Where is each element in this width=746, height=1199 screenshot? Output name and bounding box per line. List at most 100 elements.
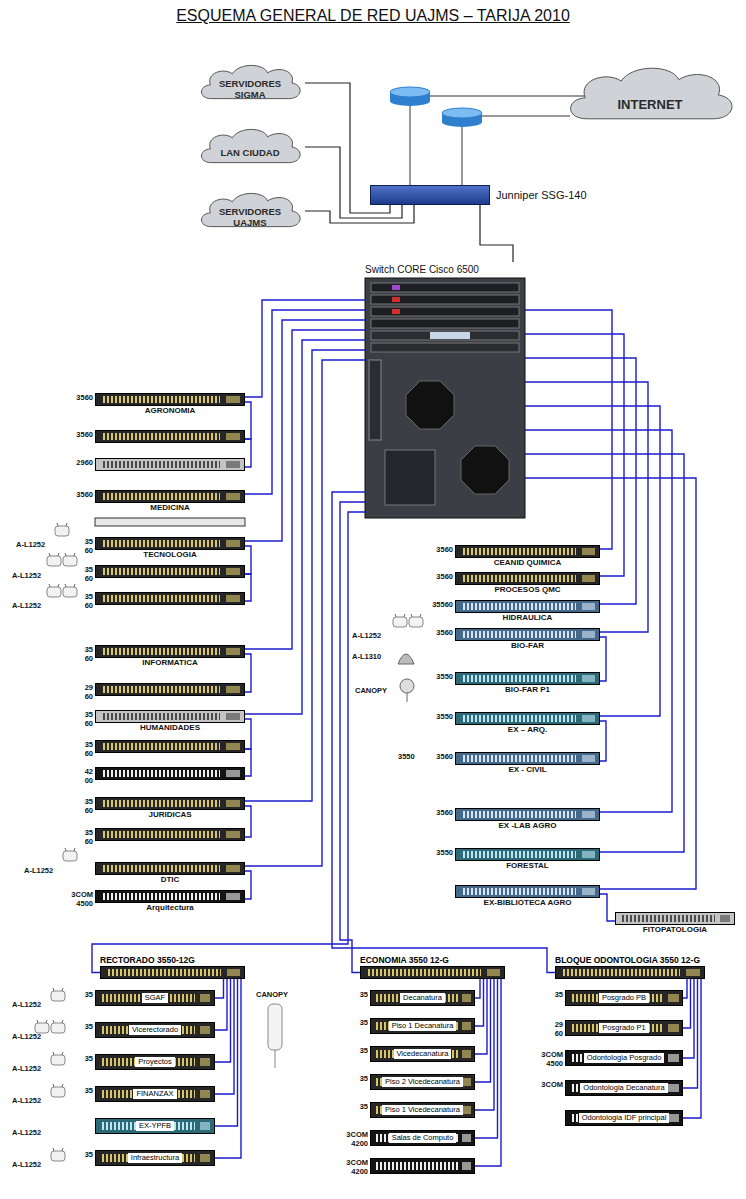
router-link: [410, 104, 411, 185]
switch-box: DTIC: [95, 862, 245, 885]
switch-chassis: [455, 545, 600, 558]
switch-name: EX -LAB AGRO: [499, 821, 557, 831]
switch-name: Posgrado P1: [599, 1023, 648, 1033]
device-label: CANOPY: [355, 686, 387, 695]
switch-chassis: [455, 885, 600, 898]
model-number: 35: [81, 1150, 93, 1159]
switch-name: HUMANIDADES: [140, 723, 200, 733]
switch-name: EX-YPFB: [136, 1121, 174, 1131]
network-link: [245, 330, 365, 649]
power-supply: [385, 450, 435, 505]
device-label: Junniper SSG-140: [496, 188, 587, 202]
network-link: [475, 979, 494, 1110]
chassis-body: [365, 278, 525, 518]
switch-box: Odontologia IDF principal: [565, 1110, 683, 1126]
network-link: [215, 979, 238, 1126]
model-number: 3560: [71, 490, 93, 499]
access-point: [63, 848, 77, 861]
switch-box: 42 00: [81, 767, 245, 785]
model-number: 3550: [427, 672, 453, 681]
network-link: [245, 806, 251, 837]
model-number: 35: [356, 990, 368, 999]
wan-link: [430, 96, 586, 97]
line-card: [371, 307, 519, 316]
network-link: [245, 350, 365, 801]
switch-box: 35Proyectos: [81, 1054, 215, 1070]
access-point-label: A-L1252: [12, 1000, 41, 1009]
switch-chassis: Odontologia Decanatura: [565, 1080, 683, 1096]
switch-box: 3550EX – ARQ.: [427, 712, 600, 735]
network-link: [245, 320, 365, 541]
switch-box: 3560CEANID QUIMICA: [427, 545, 600, 568]
network-link: [245, 719, 251, 749]
switch-name: Odontologia Decanatura: [580, 1083, 667, 1093]
switch-name: INFORMATICA: [142, 658, 197, 668]
access-point: [35, 1020, 49, 1033]
switch-box: 35Piso 1 Decanatura: [356, 1018, 475, 1034]
wan-link: [482, 116, 570, 117]
model-number: 35 60: [81, 592, 93, 610]
model-number: 3560: [71, 430, 93, 439]
model-number: 35 60: [81, 797, 93, 815]
switch-chassis: [455, 572, 600, 585]
model-number: 3COM 4200: [342, 1158, 368, 1176]
switch-chassis: [95, 797, 245, 810]
model-number: 35: [356, 1018, 368, 1027]
switch-chassis: [555, 966, 705, 979]
switch-chassis: [370, 1158, 475, 1174]
switch-box: 35 60: [81, 740, 245, 758]
router-symbol: [390, 87, 430, 106]
switch-box: EX-BIBLIOTECA AGRO: [455, 885, 600, 908]
access-point: [409, 614, 423, 627]
access-point-label: A-L1310: [352, 652, 381, 661]
access-point: [47, 553, 61, 566]
switch-name: RECTORADO 3550-12G: [100, 955, 195, 966]
switch-chassis: [95, 490, 245, 503]
network-cloud: INTERNET: [560, 60, 740, 130]
switch-box: 3560: [71, 430, 245, 443]
network-link: [245, 300, 365, 397]
router-top: [390, 87, 430, 97]
access-point-label: A-L1252: [12, 1128, 41, 1137]
switch-name: TECNOLOGIA: [143, 550, 196, 560]
network-link: [525, 334, 624, 576]
switch-box: 29 60: [81, 683, 245, 701]
supervisor-port: [430, 332, 470, 339]
access-point-label: A-L1252: [12, 1096, 41, 1105]
switch-chassis: [95, 458, 245, 471]
switch-chassis: [95, 565, 245, 578]
switch-name: Odontologia IDF principal: [579, 1113, 670, 1123]
model-number: 35560: [427, 600, 453, 609]
network-link: [475, 979, 501, 1166]
network-link: [600, 721, 606, 761]
switch-box: 35 60INFORMATICA: [81, 645, 245, 668]
firewall-device: Junniper SSG-140: [370, 185, 587, 205]
switch-box: 35Piso 1 Vicedecanatura: [356, 1102, 475, 1118]
switch-chassis: [95, 890, 245, 903]
switch-box: 35Decanatura: [356, 990, 475, 1006]
switch-chassis: Salas de Computo: [370, 1130, 475, 1146]
switch-chassis: [615, 912, 735, 925]
network-link: [245, 310, 365, 494]
dish: [400, 679, 414, 693]
access-point: [47, 584, 61, 597]
network-link: [600, 637, 606, 681]
model-number: 3560: [427, 545, 453, 554]
switch-box: 3COMOdontologia Decanatura: [537, 1080, 683, 1096]
switch-name: Arquitectura: [146, 903, 194, 913]
device-label: 3550: [398, 752, 415, 761]
cloud-label: SERVIDORES UAJMS: [195, 195, 305, 228]
access-point: [51, 1084, 65, 1097]
access-point-label: A-L1252: [24, 866, 53, 875]
switch-box: 35Infraestructura: [81, 1150, 215, 1166]
network-link: [475, 979, 498, 1138]
line-card: [371, 343, 519, 352]
model-number: 35 60: [81, 565, 93, 583]
switch-name: MEDICINA: [150, 503, 190, 513]
access-point: [51, 988, 65, 1001]
cloud-outline: [560, 60, 740, 130]
network-link: [245, 340, 365, 714]
switch-box: 3560EX - CIVIL: [427, 752, 600, 775]
fan-tray: [406, 381, 454, 429]
model-number: 35: [81, 1054, 93, 1063]
